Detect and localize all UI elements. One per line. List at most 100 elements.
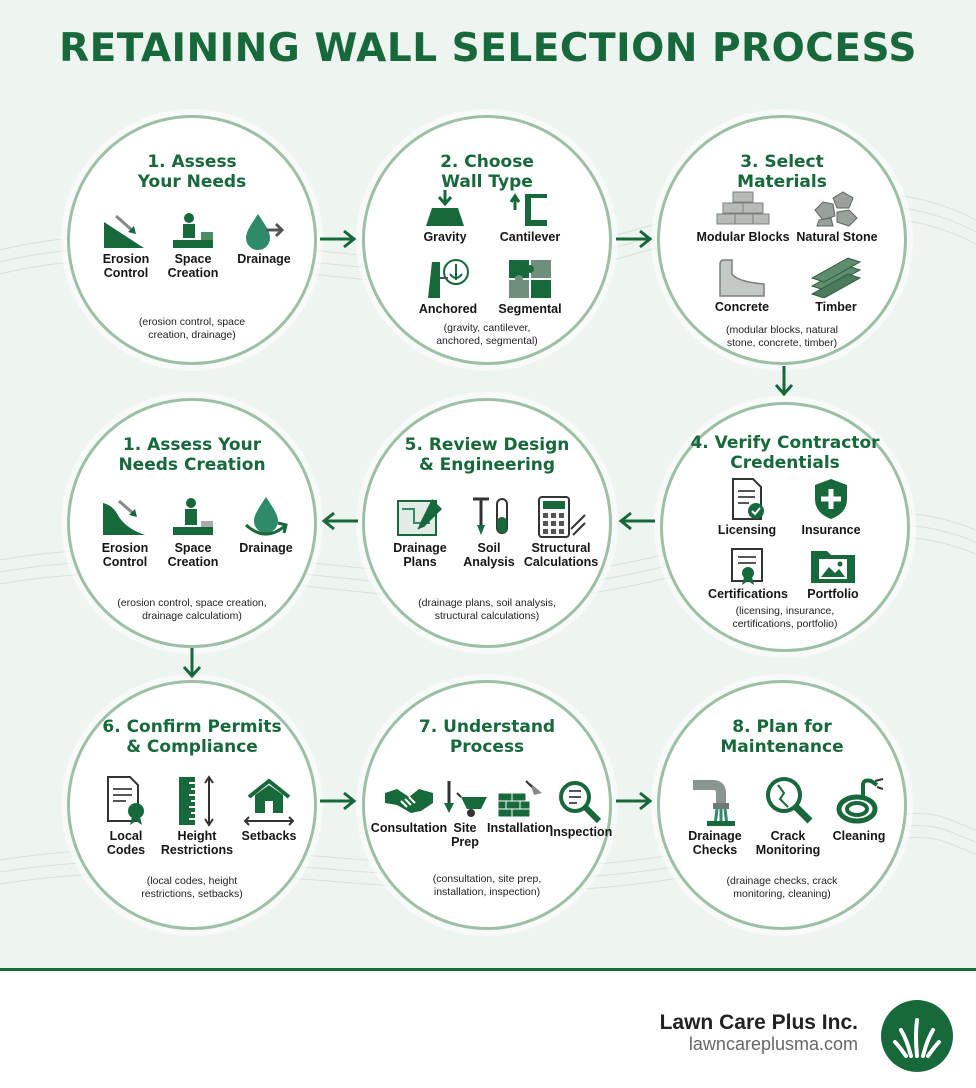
item-timber: Timber [796,256,876,314]
gravity-block-icon [426,190,464,226]
brick-trowel-icon [497,780,542,818]
step-6-confirm-permits: 6. Confirm Permits & Compliance Local Co… [67,680,317,930]
item-crack-monitoring: Crack Monitoring [750,775,826,857]
footer-divider [0,968,976,971]
crack-magnifier-icon [766,777,813,824]
item-erosion-control: Erosion Control [90,495,160,569]
step-caption: (erosion control, space creation, draina… [138,316,246,341]
item-modular-blocks: Modular Blocks [688,188,798,244]
item-segmental: Segmental [490,256,570,316]
item-drainage: Drainage [230,495,302,555]
shovel-wheelbarrow-icon [444,781,487,817]
soil-test-icon [473,497,508,535]
person-platform-icon [173,213,213,248]
arrow-right-icon [320,791,357,811]
step-caption: (drainage checks, crack monitoring, clea… [726,875,838,900]
arrow-down-icon [182,648,202,679]
item-drainage-plans: Drainage Plans [385,495,455,569]
folder-image-icon [811,551,855,583]
arrow-right-icon [616,791,653,811]
item-structural-calculations: Structural Calculations [521,495,601,569]
step-3-select-materials: 3. Select Materials Modular Blocks Natur… [657,115,907,365]
shield-plus-icon [815,479,847,519]
ruler-icon [179,775,214,827]
item-erosion-control: Erosion Control [92,212,160,280]
footer [0,971,976,1088]
arrow-down-icon [774,366,794,397]
step-title: 8. Plan for Maintenance [720,717,844,757]
timber-icon [810,257,862,298]
step-title: 2. Choose Wall Type [440,152,534,192]
item-gravity: Gravity [410,188,480,244]
item-space-creation: Space Creation [158,212,228,280]
item-portfolio: Portfolio [793,545,873,601]
puzzle-icon [509,260,551,298]
item-height-restrictions: Height Restrictions [158,775,236,857]
website-link[interactable]: lawncareplusma.com [688,1034,858,1054]
step-title: 6. Confirm Permits & Compliance [102,717,282,757]
person-platform-icon [173,498,213,535]
stones-icon [814,191,858,227]
item-concrete: Concrete [700,256,784,314]
arrow-right-icon [616,229,653,249]
handshake-icon [385,789,433,813]
item-cleaning: Cleaning [824,775,894,843]
step-caption: (consultation, site prep, installation, … [432,873,542,898]
step-caption: (local codes, height restrictions, setba… [141,875,243,900]
item-anchored: Anchored [410,256,486,316]
calculator-icon [538,496,586,538]
step-caption: (licensing, insurance, certifications, p… [732,605,838,630]
item-installation: Installation [487,779,553,835]
company-name: Lawn Care Plus Inc. [659,1011,858,1034]
item-licensing: Licensing [707,477,787,537]
hose-icon [836,778,884,824]
item-site-prep: Site Prep [435,779,495,849]
grass-logo-icon [881,1000,953,1072]
step-8-plan-maintenance: 8. Plan for Maintenance Drainage Checks … [657,680,907,930]
water-drop-icon [244,497,288,536]
step-caption: (modular blocks, natural stone, concrete… [725,324,839,349]
item-drainage: Drainage [228,212,300,266]
item-soil-analysis: Soil Analysis [457,495,521,569]
step-title: 7. Understand Process [418,717,556,757]
step-4-verify-contractor: 4. Verify Contractor Credentials Licensi… [660,402,910,652]
item-insurance: Insurance [791,477,871,537]
blueprint-icon [397,499,442,536]
concrete-icon [719,259,765,297]
step-caption: (gravity, cantilever, anchored, segmenta… [436,322,538,347]
step-title: 3. Select Materials [737,152,827,192]
drain-pipe-icon [693,780,735,826]
step-title: 1. Assess Your Needs [137,152,247,192]
item-local-codes: Local Codes [94,775,158,857]
step-caption: (drainage plans, soil analysis, structur… [418,597,556,622]
arrow-left-icon [618,511,655,531]
step-2-choose-wall-type: 2. Choose Wall Type Gravity Cantilever A… [362,115,612,365]
house-icon [243,778,295,826]
step-title: 4. Verify Contractor Credentials [690,433,880,473]
item-setbacks: Setbacks [234,775,304,843]
item-certifications: Certifications [703,545,793,601]
step-title: 1. Assess Your Needs Creation [118,435,266,475]
step-7-understand-process: 7. Understand Process Consultation Site … [362,680,612,930]
item-cantilever: Cantilever [490,188,570,244]
item-inspection: Inspection [549,779,613,839]
arrow-right-icon [320,229,357,249]
blocks-icon [716,191,770,225]
certificate-scroll-icon [731,548,763,585]
arrow-left-icon [321,511,358,531]
code-document-icon [107,776,144,825]
slope-arrow-icon [103,499,145,535]
water-drop-icon [246,214,285,250]
item-consultation: Consultation [369,779,449,835]
item-natural-stone: Natural Stone [792,188,882,244]
anchor-icon [428,259,469,298]
item-space-creation: Space Creation [158,495,228,569]
step-1-assess-needs: 1. Assess Your Needs Erosion Control Spa… [67,115,317,365]
cantilever-wall-icon [509,193,547,226]
step-5-review-design: 5. Review Design & Engineering Drainage … [362,398,612,648]
step-title: 5. Review Design & Engineering [404,435,570,475]
page-title: RETAINING WALL SELECTION PROCESS [59,26,917,71]
slope-arrow-icon [104,214,144,248]
step-1-assess-needs-creation: 1. Assess Your Needs Creation Erosion Co… [67,398,317,648]
step-caption: (erosion control, space creation, draina… [117,597,267,622]
